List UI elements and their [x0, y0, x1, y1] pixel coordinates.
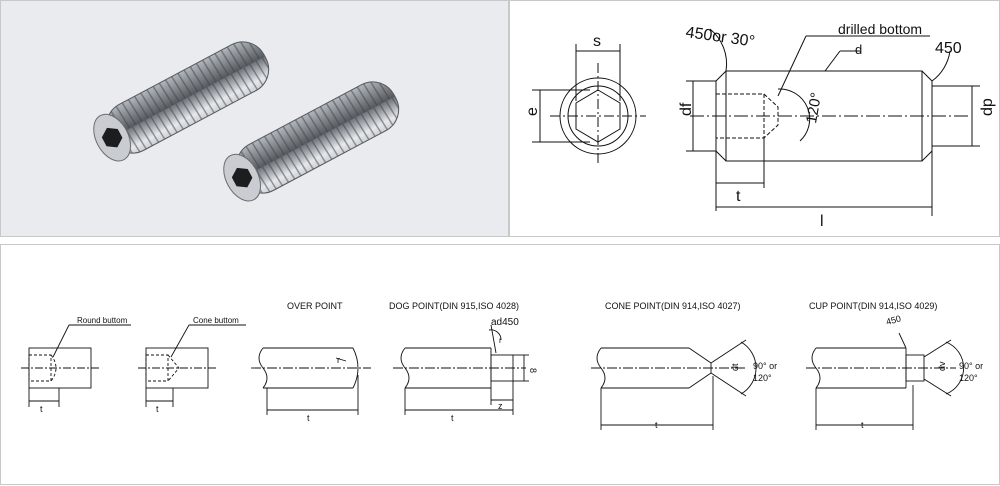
- dog-point-chamfer: ad450: [491, 317, 519, 328]
- cone-point-angle-2: 120°: [753, 373, 772, 383]
- over-point-figure: [251, 347, 371, 415]
- point-types-panel: Round buttom t Cone buttom t: [0, 244, 1000, 485]
- end-view: [532, 44, 646, 166]
- cone-point-figure: [591, 339, 757, 430]
- technical-drawing-panel: s e: [509, 0, 1000, 237]
- d-label: d: [855, 42, 862, 57]
- cone-point-dim: dt: [730, 363, 740, 371]
- over-point-t: t: [307, 413, 310, 423]
- cup-point-dim: dv: [937, 361, 947, 371]
- dog-point-z: z: [498, 401, 503, 411]
- over-point-r: r: [337, 355, 340, 365]
- over-point-title: OVER POINT: [287, 301, 343, 311]
- cone-point-t: t: [655, 420, 658, 430]
- dog-point-figure: [393, 324, 529, 415]
- dp-label: dp: [979, 98, 996, 116]
- t-label: t: [736, 188, 741, 205]
- cone-bottom-t: t: [156, 404, 159, 414]
- round-bottom-figure: [21, 324, 131, 407]
- angle-label: 120°: [803, 91, 825, 125]
- cup-point-figure: [806, 332, 965, 430]
- dog-point-dim: 8: [528, 368, 538, 373]
- side-view: [686, 28, 980, 216]
- chamfer-right-label: 450: [935, 40, 962, 57]
- round-bottom-t: t: [40, 404, 43, 414]
- cone-point-title: CONE POINT(DIN 914,ISO 4027): [605, 301, 741, 311]
- set-screws-photo: [93, 41, 400, 202]
- df-label: df: [678, 102, 695, 116]
- cup-point-t: t: [861, 420, 864, 430]
- cone-point-angle-1: 90° or: [753, 361, 777, 371]
- drilled-bottom-label: drilled bottom: [838, 21, 922, 37]
- cup-point-title: CUP POINT(DIN 914,ISO 4029): [809, 301, 937, 311]
- chamfer-left-label: 450or 30°: [685, 24, 756, 51]
- cup-point-angle-2: 120°: [959, 373, 978, 383]
- cup-point-angle-1: 90° or: [959, 361, 983, 371]
- product-photo-panel: [0, 0, 509, 237]
- round-bottom-label: Round buttom: [77, 316, 128, 325]
- screw-2: [223, 81, 400, 202]
- set-screw-drawing: s e: [524, 21, 996, 230]
- screw-1: [93, 41, 270, 162]
- dog-point-t: t: [451, 413, 454, 423]
- point-types-drawing: Round buttom t Cone buttom t: [21, 301, 983, 430]
- l-label: l: [820, 213, 824, 230]
- cone-bottom-label: Cone buttom: [193, 316, 239, 325]
- e-label: e: [524, 107, 541, 116]
- dog-point-r: r: [499, 336, 502, 345]
- cone-bottom-figure: [138, 324, 246, 407]
- s-label: s: [593, 33, 601, 50]
- cup-point-chamfer: 450: [885, 313, 902, 327]
- dog-point-title: DOG POINT(DIN 915,ISO 4028): [389, 301, 519, 311]
